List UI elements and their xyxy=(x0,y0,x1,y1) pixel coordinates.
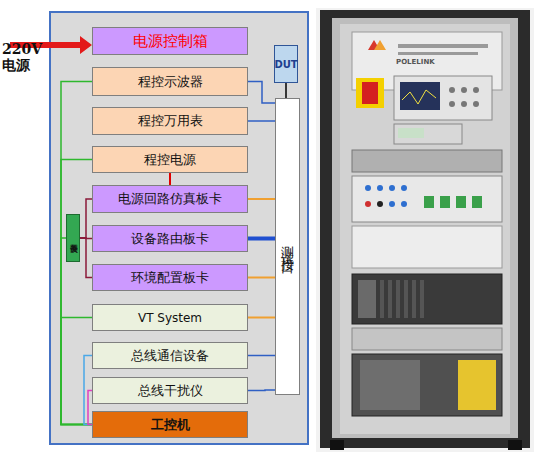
connector xyxy=(248,237,275,241)
connector xyxy=(248,82,275,104)
power-input-label: 220V 电源 xyxy=(2,41,42,73)
connector xyxy=(248,317,275,319)
node-label: 程控示波器 xyxy=(138,73,203,91)
connector xyxy=(248,198,275,200)
node-label: 电源回路仿真板卡 xyxy=(118,190,222,208)
node-label: 工控机 xyxy=(151,416,190,434)
connector xyxy=(61,318,92,425)
node-label: 程控万用表 xyxy=(138,112,203,130)
bus-device-box: 总线通信设备 xyxy=(92,342,248,369)
node-label: 总线干扰仪 xyxy=(138,382,203,400)
node-label: 设备路由板卡 xyxy=(131,230,209,248)
instrument-box: 程控电源 xyxy=(92,146,248,173)
node-label: 环境配置板卡 xyxy=(131,269,209,287)
node-label: 程控电源 xyxy=(144,151,196,169)
instrument-box: 程控示波器 xyxy=(92,67,248,96)
connector xyxy=(80,199,92,238)
vt-system-box: VT System xyxy=(92,304,248,331)
node-label: VT System xyxy=(138,311,202,325)
connector xyxy=(61,82,92,425)
power-control-box: 电源控制箱 xyxy=(92,27,248,55)
connector xyxy=(88,391,92,425)
board-box: 环境配置板卡 xyxy=(92,264,248,291)
connector xyxy=(169,173,171,185)
node-label: 总线通信设备 xyxy=(131,347,209,365)
system-frame xyxy=(50,12,308,444)
connector xyxy=(61,160,92,425)
connector xyxy=(285,83,287,98)
cabinet-photo xyxy=(316,8,534,452)
connector xyxy=(248,120,275,122)
board-box: 设备路由板卡 xyxy=(92,225,248,252)
ipc-box: 工控机 xyxy=(92,411,248,438)
board-box: 电源回路仿真板卡 xyxy=(92,185,248,213)
connector xyxy=(248,389,275,391)
node-label: 测试接口 xyxy=(281,235,294,259)
instrument-box: 程控万用表 xyxy=(92,107,248,135)
gateway-box: 设备网关 xyxy=(66,214,80,262)
node-label: DUT xyxy=(274,59,297,70)
connector xyxy=(80,238,92,278)
dut-box: DUT xyxy=(274,45,298,83)
test-interface: 测试接口 xyxy=(275,98,300,395)
bus-device-box: 总线干扰仪 xyxy=(92,377,248,404)
node-label: 电源控制箱 xyxy=(133,32,208,51)
connector xyxy=(248,355,275,357)
connector xyxy=(80,237,92,239)
logo-text: POLELINK xyxy=(396,58,476,66)
connector xyxy=(84,356,92,425)
connector xyxy=(248,277,275,279)
connector xyxy=(61,238,92,425)
